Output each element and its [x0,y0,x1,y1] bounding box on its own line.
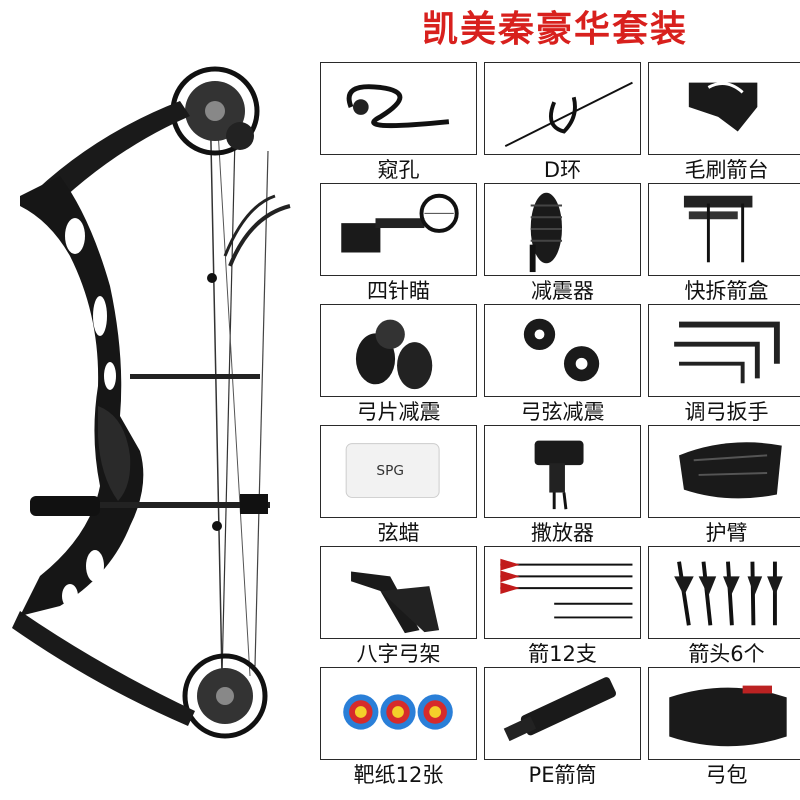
hex-wrench-icon [674,321,780,384]
arrows-icon [500,558,633,619]
accessory-label: 毛刷箭台 [684,158,769,182]
accessory-label: 靶纸12张 [353,763,444,787]
accessory-tile [648,304,800,397]
compound-bow-icon [12,66,291,739]
stabilizer-icon [529,192,563,273]
accessory-label: 箭头6个 [688,642,765,666]
accessory-label: 弦蜡 [377,521,420,545]
accessory-label: 护臂 [705,521,748,545]
wax-brand-text: SPG [376,463,404,479]
arrow-tube-icon [503,677,617,742]
accessory-label: 减震器 [531,279,594,303]
accessory-label: 撒放器 [531,521,594,545]
limb-damper-icon [355,319,433,390]
broadheads-icon [674,561,783,626]
accessory-tile [320,183,477,276]
four-pin-sight-icon [341,193,459,253]
accessory-tile [484,183,641,276]
accessory-label: 箭12支 [528,642,597,666]
accessory-tile [484,546,641,639]
target-paper-icon [343,694,453,730]
accessory-label: 四针瞄 [367,279,430,303]
accessory-label: 弓片减震 [356,400,441,424]
string-damper-icon [523,318,600,382]
bow-stand-icon [351,571,440,634]
release-aid-icon [534,440,584,510]
accessory-label: 调弓扳手 [684,400,769,424]
accessory-label: 窥孔 [377,158,420,182]
page-title: 凯美秦豪华套装 [421,9,688,50]
accessory-tile [320,62,477,155]
accessory-tile [648,183,800,276]
accessory-label: PE箭筒 [528,763,597,787]
accessory-tile [320,546,477,639]
brush-arrow-rest-icon [688,82,758,132]
accessory-label: 弓弦减震 [520,400,605,424]
accessory-tile [648,62,800,155]
peep-sight-icon [346,84,450,129]
accessory-tile [648,667,800,760]
accessory-label: D环 [543,158,582,182]
accessory-tile [320,304,477,397]
accessory-tile [648,425,800,518]
accessory-tile [484,304,641,397]
accessory-tile: SPG [320,425,477,518]
accessory-label: 快拆箭盒 [684,279,769,303]
accessory-tile [484,62,641,155]
quiver-icon [683,195,753,263]
accessory-label: 八字弓架 [356,642,441,666]
arm-guard-icon [679,442,782,499]
accessory-tile [484,667,641,760]
accessory-tile [484,425,641,518]
bow-bag-icon [669,685,787,747]
accessory-tile [648,546,800,639]
string-wax-icon: SPG [345,443,440,498]
d-loop-icon [504,81,633,148]
accessory-label: 弓包 [705,763,748,787]
accessory-tile [320,667,477,760]
